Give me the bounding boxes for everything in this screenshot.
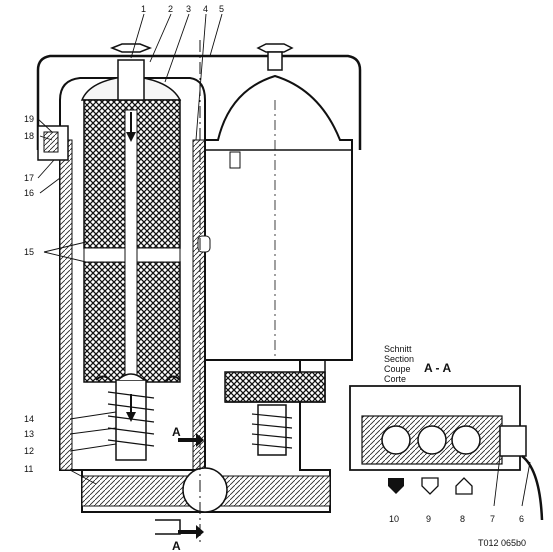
callout-16: 16: [24, 188, 34, 198]
callout-5: 5: [219, 4, 224, 14]
callout-10: 10: [389, 514, 399, 524]
callout-8: 8: [460, 514, 465, 524]
section-aa-detail: [349, 385, 544, 521]
legend-line-3: Coupe: [384, 364, 411, 374]
section-letter-upper: A: [172, 425, 181, 439]
legend-line-2: Section: [384, 354, 414, 364]
callout-19: 19: [24, 114, 34, 124]
left-housing: [37, 43, 206, 471]
callout-13: 13: [24, 429, 34, 439]
callout-6: 6: [519, 514, 524, 524]
section-arrow-lower: [178, 525, 204, 539]
callout-12: 12: [24, 446, 34, 456]
callout-2: 2: [168, 4, 173, 14]
section-arrow-upper: [178, 433, 204, 447]
callout-15: 15: [24, 247, 34, 257]
legend-line-1: Schnitt: [384, 344, 412, 354]
section-letter-lower: A: [172, 539, 181, 552]
callout-3: 3: [186, 4, 191, 14]
legend-section-label: A - A: [424, 361, 451, 375]
callout-18: 18: [24, 131, 34, 141]
callout-1: 1: [141, 4, 146, 14]
callout-4: 4: [203, 4, 208, 14]
callout-14: 14: [24, 414, 34, 424]
port-arrow-10: [388, 478, 404, 494]
callout-11: 11: [24, 464, 33, 474]
leader-lines: [37, 13, 531, 507]
callout-17: 17: [24, 173, 34, 183]
cover-outline: [36, 54, 362, 150]
callout-7: 7: [490, 514, 495, 524]
reference-code: T012 065b0: [478, 538, 526, 548]
legend-line-4: Corte: [384, 374, 406, 384]
port-arrow-8: [455, 477, 473, 495]
base-block: [81, 359, 331, 535]
right-housing: [197, 43, 353, 470]
callout-9: 9: [426, 514, 431, 524]
port-arrow-9: [421, 477, 439, 495]
